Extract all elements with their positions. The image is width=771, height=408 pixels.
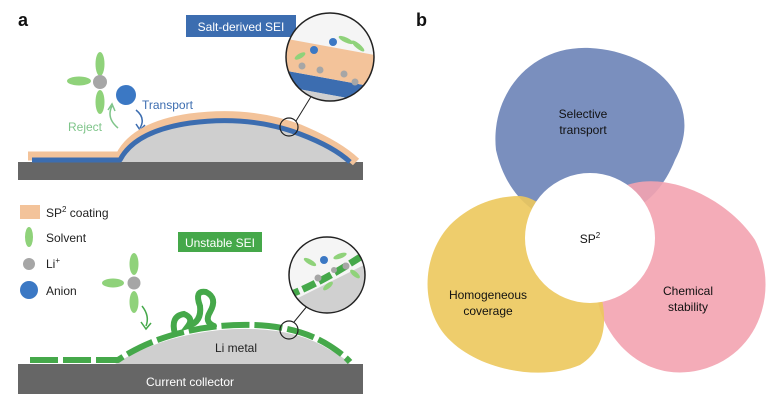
legend-anion: Anion: [46, 284, 77, 298]
current-collector-bottom: [18, 364, 363, 394]
solvent-molecule-top: [67, 52, 107, 114]
sp2-center-circle: [525, 173, 655, 303]
transport-label: Transport: [142, 98, 194, 112]
legend-sp2-swatch: [20, 205, 40, 219]
li-metal-bottom: [115, 328, 350, 364]
unstable-sei-tag: [178, 232, 262, 252]
legend-solvent: Solvent: [46, 231, 87, 245]
selective-transport-petal: [495, 47, 685, 226]
zoom-circle-bottom: [288, 236, 366, 314]
current-collector-top: [18, 162, 363, 180]
homogeneous-line1: Homogeneous: [449, 288, 527, 302]
legend-li-ion: Li+: [46, 256, 60, 271]
current-collector-label: Current collector: [146, 375, 234, 389]
zoom-line-top: [295, 94, 313, 122]
unstable-sei-label: Unstable SEI: [185, 236, 255, 250]
legend-sp2-coating: SP2 coating: [46, 205, 109, 220]
zoom-marker-bottom: [279, 320, 299, 340]
sp2-center-label: SP2: [580, 231, 601, 246]
legend-li-icon: [23, 258, 35, 270]
dendrite: [170, 288, 217, 337]
legend-anion-icon: [20, 281, 38, 299]
bottom-arrowhead: [140, 321, 152, 331]
zoom-line-bottom: [293, 304, 309, 323]
selective-line2: transport: [559, 123, 607, 137]
anion-ion-top: [116, 85, 136, 105]
li-metal-label: Li metal: [215, 341, 257, 355]
salt-sei-tag: [186, 15, 296, 37]
zoom-inset-top: [286, 13, 374, 101]
unstable-sei-layer: [30, 321, 353, 365]
salt-sei-layer: [32, 118, 352, 164]
legend: SP2 coating Solvent Li+ Anion: [20, 205, 109, 299]
chemical-line2: stability: [668, 300, 708, 314]
transport-arrow: [135, 109, 143, 129]
chemical-line1: Chemical: [663, 284, 713, 298]
homogeneous-line2: coverage: [463, 304, 513, 318]
sp2-property-diagram: [427, 47, 766, 373]
panel-b-label: b: [416, 10, 427, 30]
reject-arrowhead: [107, 102, 116, 112]
zoom-circle-top: [285, 12, 375, 102]
reject-label: Reject: [68, 120, 103, 134]
legend-solvent-icon: [25, 227, 33, 247]
bottom-arrow: [141, 305, 149, 327]
li-metal-top: [120, 121, 352, 162]
sp2-coating-layer: [28, 111, 360, 166]
selective-line1: Selective: [559, 107, 608, 121]
panel-a-label: a: [18, 10, 29, 30]
salt-sei-label: Salt-derived SEI: [198, 20, 285, 34]
reject-arrow: [109, 105, 119, 129]
zoom-marker-top: [279, 117, 299, 137]
solvent-molecule-bottom: [102, 253, 141, 313]
